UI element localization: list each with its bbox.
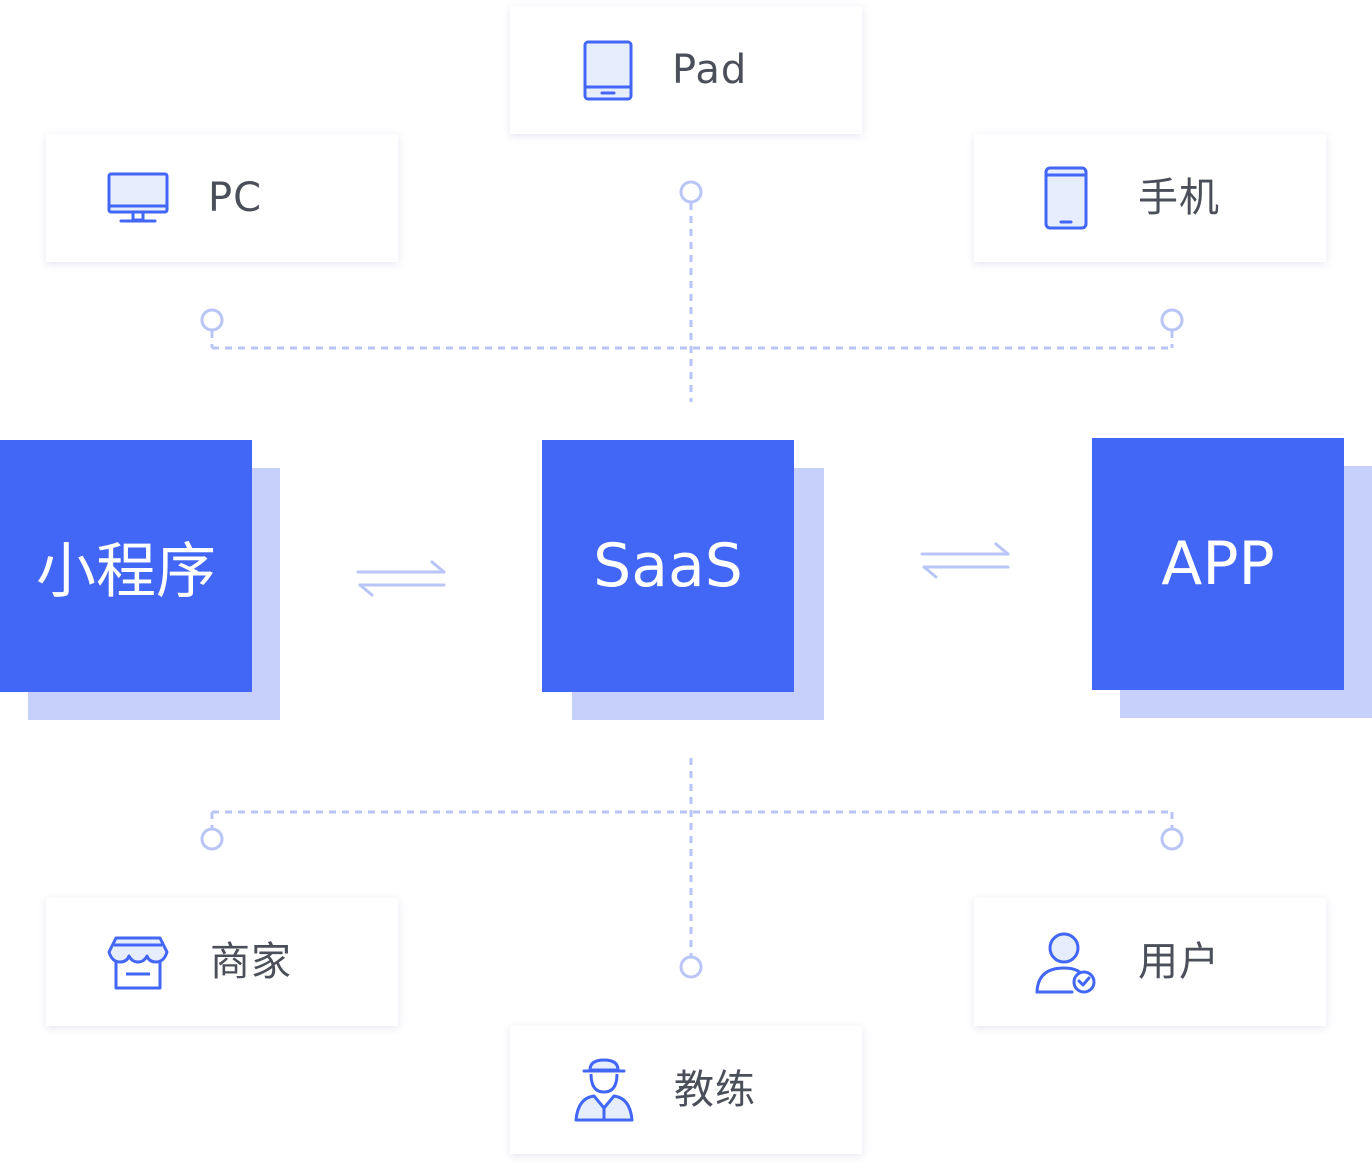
mobile-phone-icon (1034, 166, 1098, 230)
connector-node (200, 827, 224, 851)
role-card-coach: 教练 (510, 1026, 862, 1154)
tablet-icon (576, 38, 640, 102)
connector-node (679, 955, 703, 979)
connector-node (200, 308, 224, 332)
device-label-pad: Pad (672, 47, 748, 93)
user-verified-icon (1034, 930, 1098, 994)
platform-block-saas: SaaS (542, 440, 824, 720)
platform-block-mini-program: 小程序 (0, 440, 280, 720)
device-card-phone: 手机 (974, 134, 1326, 262)
platform-label-app: APP (1092, 438, 1344, 690)
platform-block-app: APP (1092, 438, 1372, 718)
exchange-arrows-icon (356, 560, 446, 597)
role-card-merchant: 商家 (46, 898, 398, 1026)
device-card-pad: Pad (510, 6, 862, 134)
role-label-user: 用户 (1138, 939, 1220, 985)
coach-icon (572, 1058, 636, 1122)
exchange-arrows-icon (920, 542, 1010, 579)
device-label-phone: 手机 (1138, 175, 1220, 221)
device-card-pc: PC (46, 134, 398, 262)
role-label-merchant: 商家 (210, 939, 292, 985)
store-icon (106, 930, 170, 994)
device-label-pc: PC (208, 175, 263, 221)
connector-node (1160, 308, 1184, 332)
role-card-user: 用户 (974, 898, 1326, 1026)
role-label-coach: 教练 (674, 1067, 756, 1113)
platform-label-mini-program: 小程序 (0, 440, 252, 692)
monitor-icon (106, 166, 170, 230)
connector-node (679, 180, 703, 204)
platform-label-saas: SaaS (542, 440, 794, 692)
connector-node (1160, 827, 1184, 851)
